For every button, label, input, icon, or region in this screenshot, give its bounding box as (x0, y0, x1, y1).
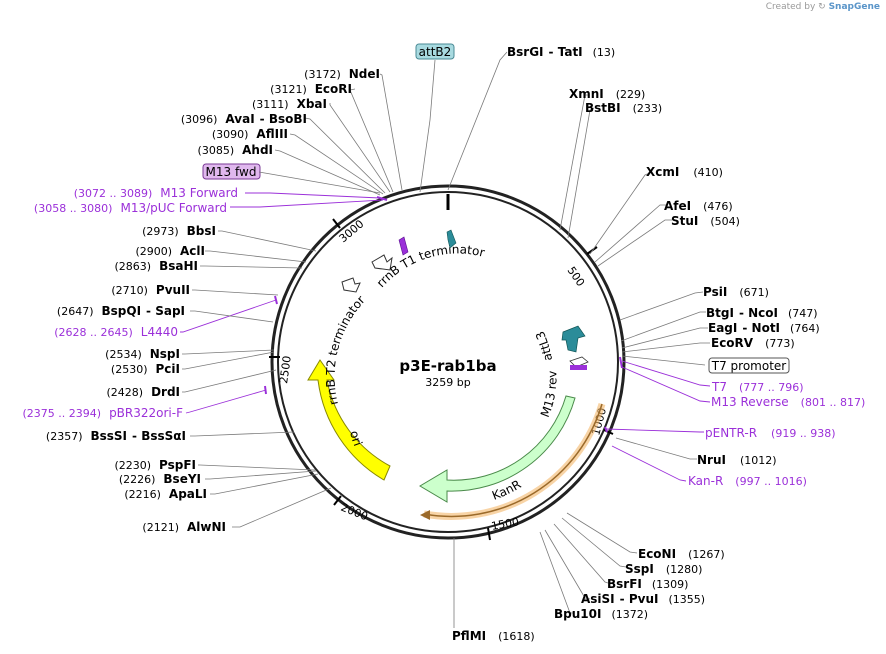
site-bsrgi[interactable]: BsrGI- TatI(13) (507, 45, 615, 59)
site-stui[interactable]: StuI(504) (671, 214, 740, 228)
t7-promoter-box-label: T7 promoter (711, 359, 787, 373)
credit-prefix: Created by (765, 2, 816, 12)
site-btgi[interactable]: BtgI- NcoI(747) (706, 306, 818, 320)
credit-brand: SnapGene (828, 2, 880, 12)
primer-m13-forward[interactable]: (3072 .. 3089)M13 Forward (74, 186, 238, 200)
m13-fwd-box-label: M13 fwd (206, 165, 257, 179)
site-acli[interactable]: (2900)AclI (135, 244, 205, 258)
primer-m13-puc-forward[interactable]: (3058 .. 3080)M13/pUC Forward (34, 201, 227, 215)
pentr-primer-tick (604, 426, 608, 433)
site-bsssi[interactable]: (2357)BssSI- BssSαI (46, 429, 186, 443)
kan-r-primer-arrow (420, 510, 430, 520)
attb2-box-label: attB2 (419, 45, 452, 59)
rrnb-t2-terminator-feature[interactable] (341, 277, 361, 293)
rrnb-t1-terminator-feature[interactable] (371, 254, 393, 271)
site-xmni[interactable]: XmnI(229) (569, 87, 645, 101)
kan-r-primer-highlight (423, 403, 606, 520)
rrnb-t1-label: rrnB T1 terminator (374, 242, 486, 290)
site-asisi[interactable]: AsiSI- PvuI(1355) (581, 592, 705, 606)
right-site-labels: BsrGI- TatI(13) XmnI(229) BstBI(233) Xcm… (452, 45, 820, 643)
tick-label-2000: 2000 (339, 501, 370, 524)
site-pflmi[interactable]: PflMI(1618) (452, 629, 535, 643)
attl3-feature[interactable] (561, 325, 586, 353)
t7-primer-tick (619, 356, 623, 369)
primer-l4440[interactable]: (2628 .. 2645)L4440 (54, 325, 178, 339)
site-ecori[interactable]: (3121)EcoRI (270, 82, 352, 96)
primer-kan-r[interactable]: Kan-R(997 .. 1016) (688, 474, 807, 488)
site-bseyi[interactable]: (2226)BseYI (119, 472, 201, 486)
site-bsrfi[interactable]: BsrFI(1309) (607, 577, 688, 591)
site-nrui[interactable]: NruI(1012) (697, 453, 777, 467)
site-alwni[interactable]: (2121)AlwNI (142, 520, 226, 534)
m13-fwd-box[interactable] (202, 163, 261, 180)
plasmid-name: p3E-rab1ba (399, 357, 496, 375)
site-afliii[interactable]: (3090)AflIII (212, 127, 288, 141)
primer-t7[interactable]: T7(777 .. 796) (711, 380, 804, 394)
snapgene-logo-icon: ↻ (818, 2, 826, 12)
site-ecorv[interactable]: EcoRV(773) (711, 336, 795, 350)
site-ndei[interactable]: (3172)NdeI (304, 67, 380, 81)
m13-fwd-feature[interactable] (398, 236, 409, 256)
leader-lines (180, 51, 711, 628)
plasmid-length: 3259 bp (425, 376, 470, 389)
primer-pentr-r[interactable]: pENTR-R(919 .. 938) (705, 426, 836, 440)
left-site-labels: (2121)AlwNI (2216)ApaLI (2226)BseYI (223… (46, 67, 380, 534)
site-eagi[interactable]: EagI- NotI(764) (708, 321, 820, 335)
site-pspfi[interactable]: (2230)PspFI (114, 458, 196, 472)
site-xbai[interactable]: (3111)XbaI (252, 97, 327, 111)
credit: Created by ↻ SnapGene (766, 2, 880, 12)
site-pcii[interactable]: (2530)PciI (111, 362, 180, 376)
m13-rev-feature[interactable] (570, 365, 587, 370)
tick-label-500: 500 (565, 264, 588, 289)
site-xcmi[interactable]: XcmI(410) (646, 165, 723, 179)
attl3-label: attL3 (533, 329, 555, 362)
primer-m13-reverse[interactable]: M13 Reverse(801 .. 817) (711, 395, 865, 409)
t7-promoter-box[interactable] (708, 357, 790, 374)
site-bsahi[interactable]: (2863)BsaHI (115, 259, 198, 273)
site-apali[interactable]: (2216)ApaLI (124, 487, 207, 501)
attb2-feature[interactable] (446, 229, 457, 249)
tick-label-2500: 2500 (277, 355, 294, 385)
rrnb-t2-label: rrnB T2 terminator (324, 293, 368, 407)
site-ahdi[interactable]: (3085)AhdI (198, 143, 273, 157)
ori-label: ori (347, 429, 365, 448)
site-bspqi[interactable]: (2647)BspQI- SapI (57, 304, 185, 318)
primer-labels: T7(777 .. 796) M13 Reverse(801 .. 817) p… (23, 186, 866, 488)
m13-rev-label: M13 rev (538, 370, 560, 419)
ori-feature[interactable] (307, 359, 391, 481)
site-bbsi[interactable]: (2973)BbsI (142, 224, 216, 238)
tick-label-1500: 1500 (490, 515, 520, 533)
site-bpu10i[interactable]: Bpu10I(1372) (554, 607, 648, 621)
site-avai[interactable]: (3096)AvaI- BsoBI (181, 112, 307, 126)
site-psii[interactable]: PsiI(671) (703, 285, 769, 299)
site-afei[interactable]: AfeI(476) (664, 199, 733, 213)
site-bstbi[interactable]: BstBI(233) (585, 101, 662, 115)
attb2-box[interactable] (415, 43, 455, 60)
site-pvuii[interactable]: (2710)PvuII (111, 283, 190, 297)
kan-r-primer-line (423, 403, 603, 518)
kanr-feature[interactable] (419, 395, 576, 503)
primer-pbr322ori-f[interactable]: (2375 .. 2394)pBR322ori-F (23, 406, 184, 420)
site-sspi[interactable]: SspI(1280) (625, 562, 702, 576)
site-econi[interactable]: EcoNI(1267) (638, 547, 725, 561)
site-nspi[interactable]: (2534)NspI (105, 347, 180, 361)
backbone-inner (277, 191, 619, 533)
site-drdi[interactable]: (2428)DrdI (106, 385, 180, 399)
